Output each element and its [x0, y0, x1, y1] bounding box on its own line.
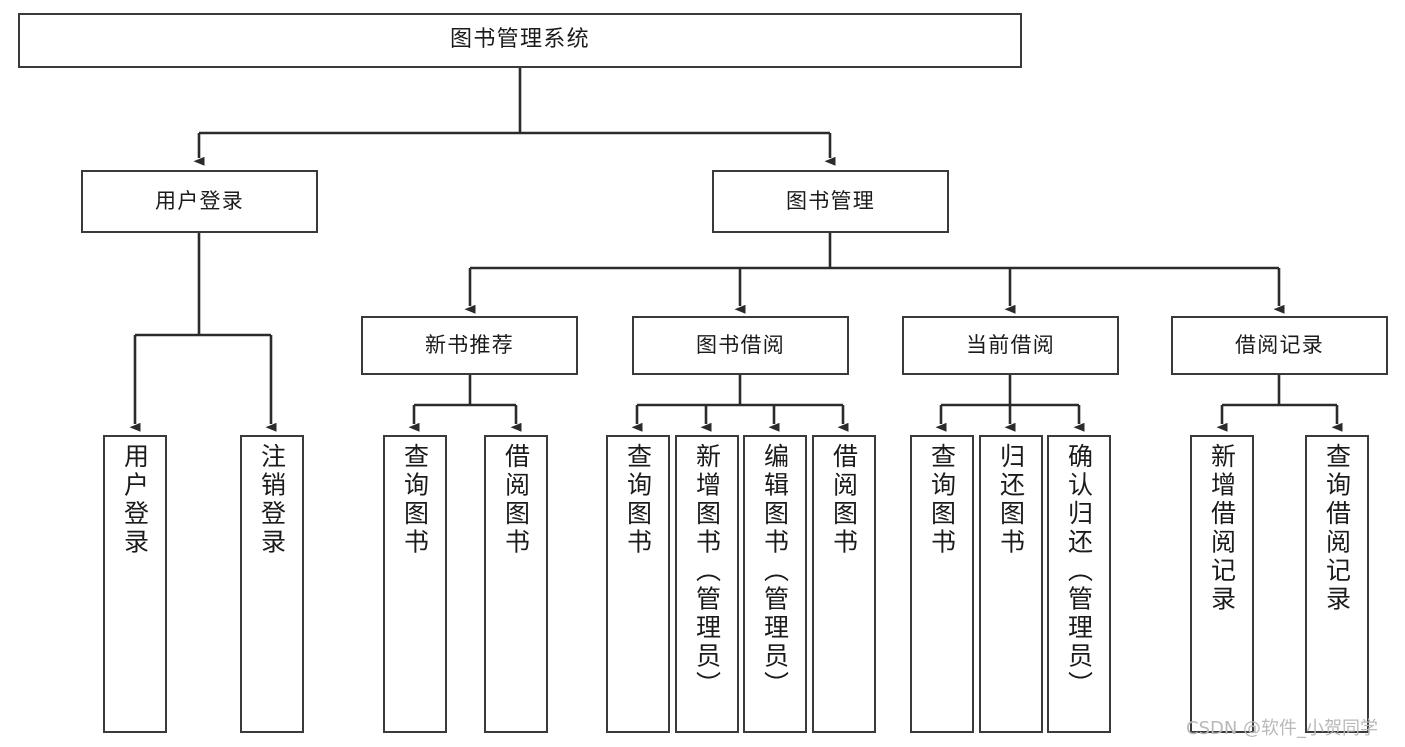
- node-label: 查询图书: [623, 443, 653, 557]
- node-label: 用户登录: [120, 443, 150, 557]
- node-label: 图书管理: [785, 188, 876, 213]
- node-new-book-recommend[interactable]: 新书推荐: [361, 316, 578, 375]
- node-label: 借阅图书: [829, 443, 859, 557]
- node-label: 用户登录: [154, 188, 245, 213]
- node-current-borrow[interactable]: 当前借阅: [902, 316, 1119, 375]
- leaf-add-borrow-record[interactable]: 新增借阅记录: [1190, 435, 1254, 733]
- node-label: 查询借阅记录: [1322, 443, 1352, 614]
- leaf-query-book-borrow[interactable]: 查询图书: [606, 435, 670, 733]
- node-label: 当前借阅: [965, 332, 1056, 357]
- node-user-login[interactable]: 用户登录: [81, 170, 318, 233]
- node-label: 图书借阅: [695, 332, 786, 357]
- node-label: 新增借阅记录: [1207, 443, 1237, 614]
- node-borrow-record[interactable]: 借阅记录: [1171, 316, 1388, 375]
- node-label: 借阅图书: [501, 443, 531, 557]
- leaf-borrow-book-recommend[interactable]: 借阅图书: [484, 435, 548, 733]
- node-label: 确认归还（管理员）: [1064, 443, 1094, 700]
- leaf-logout-login[interactable]: 注销登录: [240, 435, 304, 733]
- leaf-query-book-recommend[interactable]: 查询图书: [383, 435, 447, 733]
- leaf-user-login[interactable]: 用户登录: [103, 435, 167, 733]
- node-label: 图书管理系统: [450, 27, 590, 53]
- leaf-borrow-book[interactable]: 借阅图书: [812, 435, 876, 733]
- node-label: 查询图书: [400, 443, 430, 557]
- leaf-query-book-current[interactable]: 查询图书: [910, 435, 974, 733]
- node-label: 归还图书: [996, 443, 1026, 557]
- node-label: 新书推荐: [424, 332, 515, 357]
- watermark: CSDN @软件_小贺同学: [1186, 718, 1379, 739]
- node-label: 借阅记录: [1234, 332, 1325, 357]
- node-book-management[interactable]: 图书管理: [712, 170, 949, 233]
- leaf-edit-book-admin[interactable]: 编辑图书（管理员）: [743, 435, 807, 733]
- node-book-borrow[interactable]: 图书借阅: [632, 316, 849, 375]
- node-label: 注销登录: [257, 443, 287, 557]
- leaf-query-borrow-record[interactable]: 查询借阅记录: [1305, 435, 1369, 733]
- leaf-return-book[interactable]: 归还图书: [979, 435, 1043, 733]
- node-root-book-management-system[interactable]: 图书管理系统: [18, 13, 1022, 68]
- leaf-confirm-return-admin[interactable]: 确认归还（管理员）: [1047, 435, 1111, 733]
- node-label: 新增图书（管理员）: [692, 443, 722, 700]
- node-label: 查询图书: [927, 443, 957, 557]
- node-label: 编辑图书（管理员）: [760, 443, 790, 700]
- leaf-add-book-admin[interactable]: 新增图书（管理员）: [675, 435, 739, 733]
